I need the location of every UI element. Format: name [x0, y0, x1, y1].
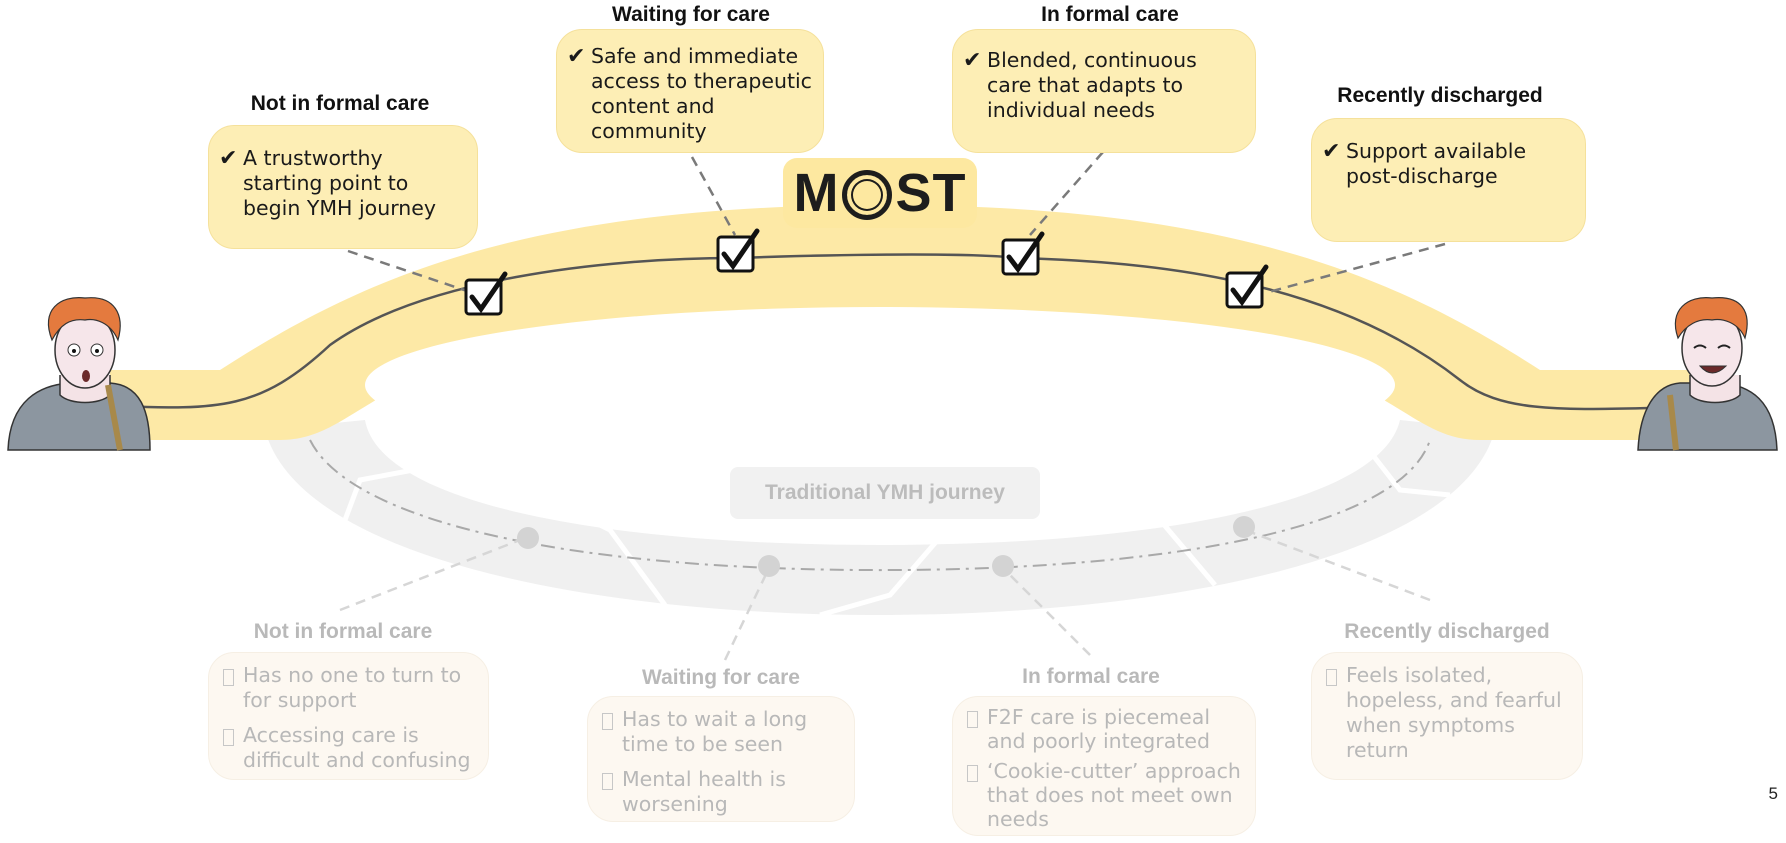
most-stage-4-item: ✔Support available post-discharge — [1322, 139, 1527, 188]
most-stage-3-item: ✔Blended, continuous care that adapts to… — [963, 48, 1197, 122]
traditional-dot-3 — [992, 555, 1014, 577]
page-number: 5 — [1768, 784, 1778, 803]
traditional-journey-line — [309, 439, 1431, 572]
traditional-journey-label: Traditional YMH journey — [730, 467, 1040, 519]
traditional-stage-3-card: F2F care is piecemeal and poorly integra… — [952, 696, 1256, 836]
most-logo: M ST — [783, 158, 977, 228]
missing-glyph-icon — [223, 669, 234, 686]
traditional-stage-1-card: Has no one to turn to for support Access… — [208, 652, 489, 780]
most-stage-3-title: In formal care — [1041, 3, 1179, 26]
traditional-stage-1-item-2: Accessing care is difficult and confusin… — [217, 723, 478, 773]
traditional-stage-4-card: Feels isolated, hopeless, and fearful wh… — [1311, 652, 1583, 780]
missing-glyph-icon — [1326, 669, 1337, 686]
check-icon: ✔ — [567, 44, 586, 69]
most-stage-4-title: Recently discharged — [1337, 84, 1543, 107]
check-icon: ✔ — [963, 48, 982, 73]
most-stage-3-card: ✔Blended, continuous care that adapts to… — [952, 29, 1256, 153]
missing-glyph-icon — [602, 773, 613, 790]
traditional-leader-lines — [339, 528, 1431, 661]
traditional-path-breaks — [342, 443, 1451, 618]
traditional-dot-2 — [758, 555, 780, 577]
traditional-stage-2-card: Has to wait a long time to be seen Menta… — [587, 696, 855, 822]
most-stage-4-card: ✔Support available post-discharge — [1311, 118, 1586, 242]
traditional-dot-4 — [1233, 516, 1255, 538]
traditional-dot-1 — [517, 527, 539, 549]
traditional-stage-4-title: Recently discharged — [1344, 620, 1550, 643]
missing-glyph-icon — [967, 711, 978, 728]
traditional-stage-3-item-1: F2F care is piecemeal and poorly integra… — [961, 705, 1245, 753]
traditional-stage-3-item-2: ‘Cookie-cutter’ approach that does not m… — [961, 759, 1245, 831]
most-stage-1-card: ✔A trustworthy starting point to begin Y… — [208, 125, 478, 249]
missing-glyph-icon — [602, 713, 613, 730]
most-stage-1-item: ✔A trustworthy starting point to begin Y… — [219, 146, 437, 220]
most-stage-1-title: Not in formal care — [250, 92, 430, 115]
most-stage-2-card: ✔Safe and immediate access to therapeuti… — [556, 29, 824, 153]
missing-glyph-icon — [223, 729, 234, 746]
path-center — [365, 307, 1395, 463]
most-stage-2-item: ✔Safe and immediate access to therapeuti… — [567, 44, 812, 143]
traditional-stage-2-title: Waiting for care — [642, 666, 800, 689]
traditional-stage-2-item-1: Has to wait a long time to be seen — [596, 707, 844, 757]
most-stage-2-title: Waiting for care — [612, 3, 770, 26]
logo-text-right: ST — [895, 163, 967, 223]
logo-o-mark — [842, 170, 893, 220]
check-icon: ✔ — [1322, 139, 1341, 164]
person-after-illustration — [1637, 297, 1778, 451]
check-icon: ✔ — [219, 146, 238, 171]
traditional-stage-1-item-1: Has no one to turn to for support — [217, 663, 478, 713]
most-milestone-ticks — [469, 228, 1269, 314]
traditional-stage-2-item-2: Mental health is worsening — [596, 767, 844, 817]
traditional-path-band — [265, 420, 1495, 615]
most-journey-line — [114, 253, 1651, 411]
most-leader-lines — [347, 151, 1446, 295]
traditional-stage-3-title: In formal care — [1022, 665, 1160, 688]
traditional-milestones — [517, 516, 1255, 577]
person-before-illustration — [7, 297, 151, 451]
traditional-stage-1-title: Not in formal care — [253, 620, 433, 643]
missing-glyph-icon — [967, 765, 978, 782]
traditional-stage-4-item: Feels isolated, hopeless, and fearful wh… — [1320, 663, 1572, 763]
logo-text-left: M — [793, 163, 840, 223]
most-path-band — [110, 205, 1690, 440]
